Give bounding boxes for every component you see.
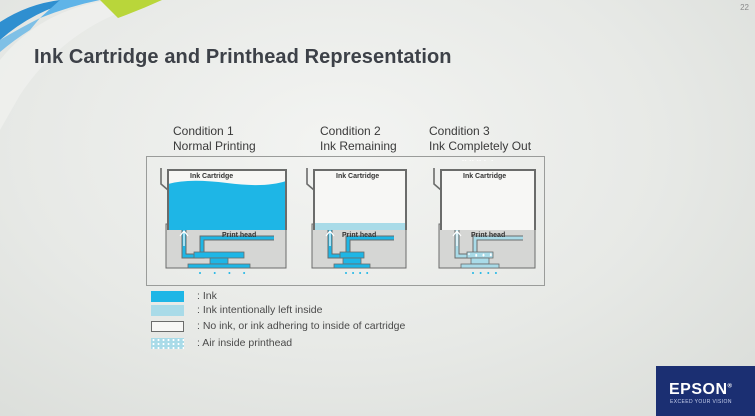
ink-remaining-layer xyxy=(314,223,406,230)
flow-arrow-icon xyxy=(179,230,189,246)
diagram-frame xyxy=(146,156,545,286)
cartridge-outline xyxy=(167,169,287,230)
brand-name: EPSON® xyxy=(669,381,732,399)
nozzle-stem xyxy=(342,257,362,265)
cartridge-label: Ink Cartridge xyxy=(463,173,506,180)
cartridge-fill xyxy=(441,170,535,230)
ink-droplet xyxy=(228,272,231,274)
legend-label-no-ink: : No ink, or ink adhering to inside of c… xyxy=(197,320,406,332)
printhead-label: Print head xyxy=(342,232,376,239)
cartridge-label: Ink Cartridge xyxy=(190,173,233,180)
cartridge-hook xyxy=(433,168,442,191)
nozzle-manifold xyxy=(193,251,245,259)
air-bubble xyxy=(489,254,492,257)
slide-corner-decoration xyxy=(0,0,162,130)
epson-logo xyxy=(656,366,755,416)
air-bubble xyxy=(471,160,474,161)
air-bubble xyxy=(479,160,481,161)
condition-2-name: Ink Remaining xyxy=(320,139,397,153)
cartridge-fill xyxy=(314,170,406,230)
flow-arrow-icon xyxy=(452,230,462,246)
air-bubble xyxy=(476,160,479,161)
cartridge-outline xyxy=(313,169,407,230)
ink-droplet xyxy=(359,272,362,274)
condition-1-heading: Condition 1 Normal Printing xyxy=(173,124,256,154)
condition-1-name: Normal Printing xyxy=(173,139,256,153)
cartridge-air-gap xyxy=(168,170,286,186)
flow-arrow-icon xyxy=(325,230,335,246)
page-number: 22 xyxy=(740,3,749,12)
air-bubble xyxy=(468,253,470,255)
brand-tagline: EXCEED YOUR VISION xyxy=(670,399,732,405)
ink-droplet xyxy=(243,272,246,274)
air-bubble xyxy=(484,160,486,161)
nozzle-manifold xyxy=(339,251,365,259)
legend-swatch-air xyxy=(151,338,184,349)
slide-title: Ink Cartridge and Printhead Representati… xyxy=(34,46,452,68)
nozzle-stem xyxy=(209,257,229,265)
legend-label-ink-left-inside: : Ink intentionally left inside xyxy=(197,304,323,316)
cartridge-hook xyxy=(306,168,315,191)
air-bubble xyxy=(464,160,467,161)
ink-droplet xyxy=(487,272,490,274)
ink-droplet xyxy=(345,272,347,274)
nozzle-manifold xyxy=(466,251,494,259)
legend-swatch-ink-left-inside xyxy=(151,305,184,316)
legend-label-air: : Air inside printhead xyxy=(197,337,293,349)
cartridge-outline xyxy=(440,169,536,230)
air-bubble xyxy=(491,160,494,161)
air-bubble xyxy=(475,255,477,257)
brand-wordmark: EPSON xyxy=(669,381,728,398)
condition-2-number: Condition 2 xyxy=(320,124,381,138)
ink-droplet xyxy=(366,272,369,274)
condition-3-number: Condition 3 xyxy=(429,124,490,138)
ink-droplet xyxy=(494,272,497,274)
brand-trademark: ® xyxy=(727,383,733,390)
nozzle-plate xyxy=(333,263,371,269)
condition-1-number: Condition 1 xyxy=(173,124,234,138)
nozzle-plate xyxy=(460,263,500,269)
nozzle-stem xyxy=(470,257,490,265)
cartridge-label: Ink Cartridge xyxy=(336,173,379,180)
printhead-label: Print head xyxy=(471,232,505,239)
legend-swatch-no-ink xyxy=(151,321,184,332)
ink-droplet xyxy=(213,272,216,274)
ink-droplet xyxy=(352,272,355,274)
condition-3-name: Ink Completely Out xyxy=(429,139,532,153)
air-bubble xyxy=(462,160,464,161)
nozzle-plate xyxy=(187,263,251,269)
printhead-label: Print head xyxy=(222,232,256,239)
ink-droplet xyxy=(472,272,474,274)
cartridge-hook xyxy=(160,168,169,191)
condition-2-heading: Condition 2 Ink Remaining xyxy=(320,124,397,154)
air-bubble xyxy=(482,254,485,257)
legend-label-ink: : Ink xyxy=(197,290,217,302)
ink-droplet xyxy=(199,272,201,274)
condition-3-heading: Condition 3 Ink Completely Out xyxy=(429,124,531,154)
air-bubble xyxy=(469,160,472,161)
legend-swatch-ink xyxy=(151,291,184,302)
ink-droplet xyxy=(479,272,482,274)
